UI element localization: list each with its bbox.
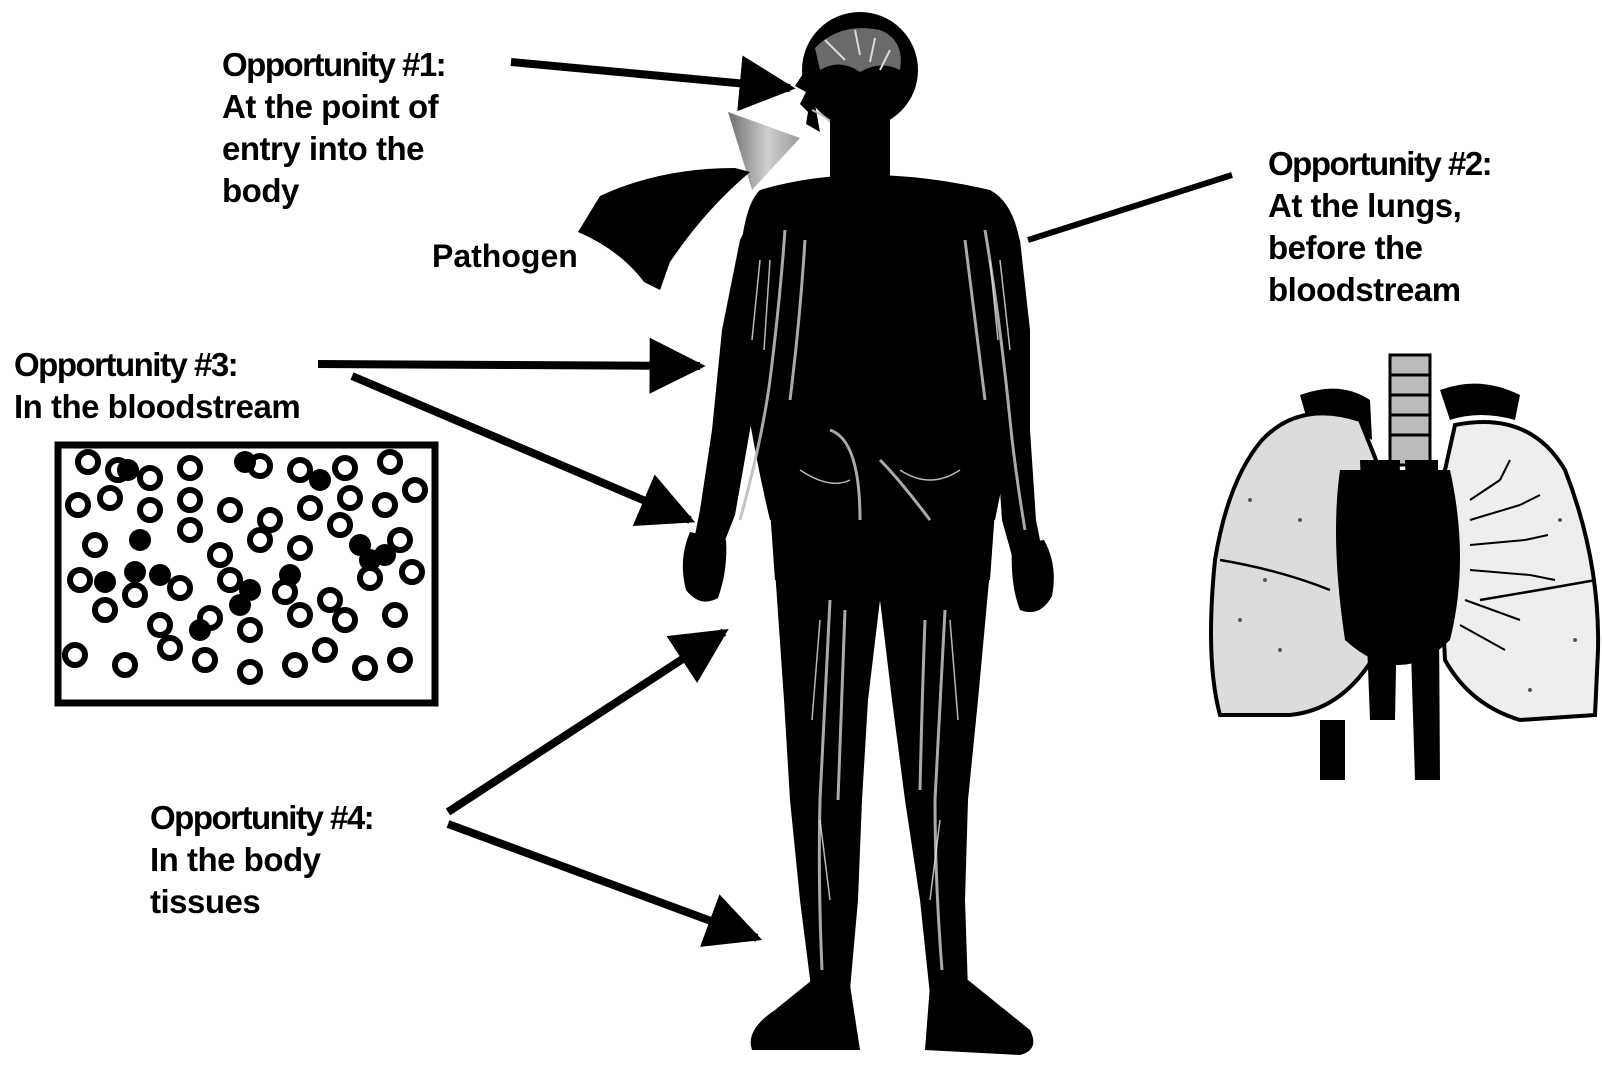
blood-cell: [68, 495, 88, 515]
blood-cell: [180, 490, 200, 510]
pathogen-label: Pathogen: [432, 236, 578, 276]
blood-cell: [124, 561, 146, 583]
blood-cell: [335, 610, 355, 630]
blood-cell: [335, 458, 355, 478]
blood-cell: [195, 650, 215, 670]
blood-cell: [229, 594, 251, 616]
blood-cell: [115, 655, 135, 675]
opportunity-1-title: Opportunity #1:: [222, 44, 445, 86]
blood-cell: [390, 650, 410, 670]
opportunity-2-label: Opportunity #2: At the lungs, before the…: [1268, 143, 1491, 311]
arrow-opportunity-1: [511, 62, 790, 88]
blood-cell: [349, 534, 371, 556]
blood-cell: [240, 620, 260, 640]
blood-cell: [285, 655, 305, 675]
opportunity-2-line-1: At the lungs,: [1268, 185, 1491, 227]
arrow-opportunity-4b: [448, 824, 757, 938]
blood-cell: [189, 619, 211, 641]
blood-cell: [374, 544, 396, 566]
blood-cell: [180, 520, 200, 540]
opportunity-3-line-1: In the bloodstream: [14, 386, 300, 428]
blood-cell: [94, 571, 116, 593]
blood-cell: [279, 564, 301, 586]
opportunity-4-line-1: In the body: [150, 839, 373, 881]
blood-cell: [95, 600, 115, 620]
left-foot: [925, 980, 1033, 1055]
opportunity-2-title: Opportunity #2:: [1268, 143, 1491, 185]
arrow-opportunity-3a: [318, 364, 700, 366]
blood-cell: [220, 500, 240, 520]
human-body-figure: [683, 12, 1054, 1055]
blood-cell: [390, 530, 410, 550]
blood-cell: [315, 640, 335, 660]
blood-cell: [402, 562, 422, 582]
blood-cell: [385, 605, 405, 625]
blood-cell: [129, 529, 151, 551]
opportunity-2-line-2: before the: [1268, 227, 1491, 269]
blood-cells-micrograph: [58, 445, 435, 703]
blood-cell: [78, 452, 98, 472]
blood-cell: [100, 488, 120, 508]
blood-cell: [290, 538, 310, 558]
blood-cell: [180, 458, 200, 478]
opportunity-1-line-2: entry into the: [222, 128, 445, 170]
opportunity-3-title: Opportunity #3:: [14, 344, 300, 386]
opportunity-4-label: Opportunity #4: In the body tissues: [150, 797, 373, 923]
blood-cell: [300, 498, 320, 518]
blood-cell: [70, 570, 90, 590]
blood-cell: [65, 645, 85, 665]
blood-cell: [309, 469, 331, 491]
blood-cell: [375, 495, 395, 515]
blood-cell: [330, 515, 350, 535]
line-opportunity-2: [1028, 175, 1232, 240]
blood-cell: [125, 585, 145, 605]
blood-cell: [290, 460, 310, 480]
opportunity-4-line-2: tissues: [150, 881, 373, 923]
opportunity-1-line-1: At the point of: [222, 86, 445, 128]
opportunity-1-line-3: body: [222, 170, 445, 212]
blood-cell: [140, 468, 160, 488]
blood-cell: [290, 605, 310, 625]
arrow-opportunity-4a: [448, 632, 724, 812]
blood-cell: [260, 510, 280, 530]
right-foot: [751, 980, 860, 1050]
opportunity-4-title: Opportunity #4:: [150, 797, 373, 839]
blood-cell: [85, 535, 105, 555]
blood-cell: [210, 545, 230, 565]
opportunity-1-label: Opportunity #1: At the point of entry in…: [222, 44, 445, 212]
blood-cell: [140, 500, 160, 520]
blood-cell: [320, 590, 340, 610]
blood-cell: [234, 451, 256, 473]
blood-cell: [355, 658, 375, 678]
blood-cell: [250, 530, 270, 550]
blood-cell: [149, 564, 171, 586]
blood-cell: [220, 570, 240, 590]
opportunity-2-line-3: bloodstream: [1268, 269, 1491, 311]
blood-cell: [240, 662, 260, 682]
blood-cell: [405, 480, 425, 500]
blood-cell: [160, 638, 180, 658]
blood-cell: [117, 459, 139, 481]
blood-cell: [340, 488, 360, 508]
blood-cell: [170, 578, 190, 598]
blood-cell: [380, 452, 400, 472]
blood-cell: [150, 615, 170, 635]
lungs-illustration: [1211, 355, 1598, 780]
opportunity-3-label: Opportunity #3: In the bloodstream: [14, 344, 300, 428]
